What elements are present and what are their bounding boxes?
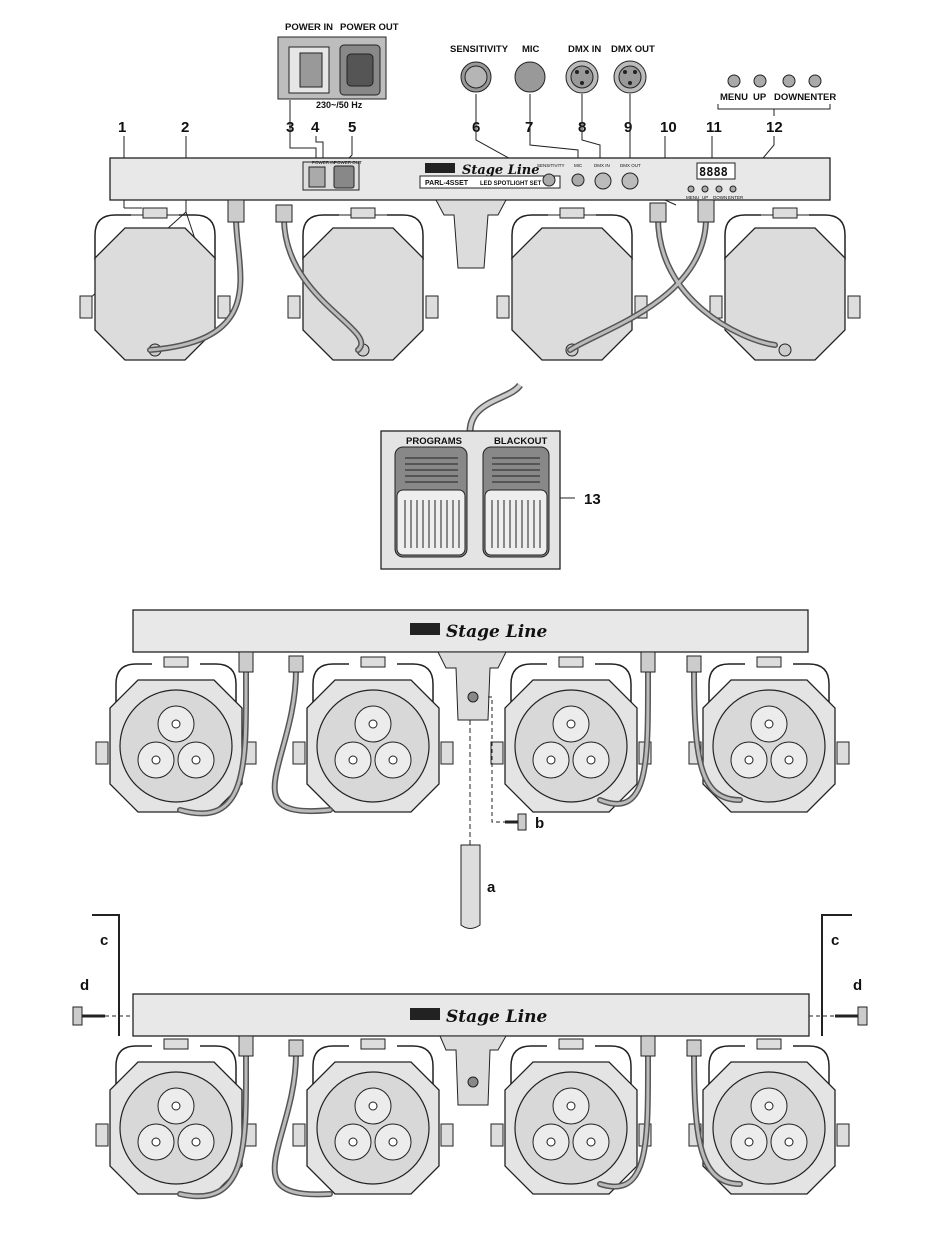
screw-d-right: [809, 1007, 867, 1025]
letter-d-left: d: [80, 977, 89, 994]
mic-label: MIC: [522, 44, 540, 55]
mini-sensitivity: SENSITIVITY: [537, 163, 565, 168]
letter-b: b: [535, 815, 544, 832]
display-readout: 8888: [699, 165, 728, 179]
dmx-in-connector: DMX IN: [566, 44, 601, 93]
rear-view-assembly: POWER IN POWER OUT Stage Line PARL-4SSET…: [80, 158, 860, 360]
mini-up: UP: [702, 195, 708, 200]
dmx-in-label: DMX IN: [568, 44, 601, 55]
power-out-label: POWER OUT: [340, 22, 399, 33]
dmx-out-connector: DMX OUT: [611, 44, 655, 93]
screw-b: [505, 814, 526, 830]
letter-c-left: c: [100, 932, 108, 949]
callout-7: 7: [525, 119, 533, 136]
up-label: UP: [753, 92, 767, 103]
blackout-label: BLACKOUT: [494, 436, 547, 447]
stand-tube-a: [461, 845, 480, 929]
callout-4: 4: [311, 119, 320, 136]
callout-1: 1: [118, 119, 126, 136]
mini-power-out: POWER OUT: [334, 160, 362, 165]
menu-label: MENU: [720, 92, 748, 103]
screw-d-left: [73, 1007, 133, 1025]
letter-a: a: [487, 879, 496, 896]
footswitch-unit: PROGRAMS BLACKOUT: [381, 385, 560, 569]
callout-2: 2: [181, 119, 189, 136]
mic-jack: MIC: [515, 44, 545, 92]
front-view-stand: Stage Line b a: [96, 610, 849, 929]
mini-dmx-in: DMX IN: [594, 163, 610, 168]
callout-11: 11: [706, 119, 722, 136]
down-label: DOWN: [774, 92, 804, 103]
dmx-out-label: DMX OUT: [611, 44, 655, 55]
control-buttons: MENU UP DOWN ENTER: [718, 75, 836, 116]
power-in-label: POWER IN: [285, 22, 333, 33]
sensitivity-label: SENSITIVITY: [450, 44, 509, 55]
sensitivity-knob: SENSITIVITY: [450, 44, 509, 92]
callout-10: 10: [660, 119, 677, 136]
mini-mic: MIC: [574, 163, 583, 168]
voltage-label: 230~/50 Hz: [316, 100, 363, 110]
enter-label: ENTER: [804, 92, 836, 103]
model-sub-text: LED SPOTLIGHT SET: [480, 181, 542, 187]
wall-brand-text: Stage Line: [446, 1007, 548, 1027]
programs-label: PROGRAMS: [406, 436, 462, 447]
wall-mount-view: Stage Line c c: [73, 915, 867, 1196]
callout-9: 9: [624, 119, 632, 136]
mini-power-in: POWER IN: [312, 160, 335, 165]
callout-5: 5: [348, 119, 356, 136]
mini-down: DOWN: [713, 195, 727, 200]
front-brand-text: Stage Line: [446, 622, 548, 642]
letter-d-right: d: [853, 977, 862, 994]
mini-dmx-out: DMX OUT: [620, 163, 641, 168]
power-socket-panel: POWER IN POWER OUT 230~/50 Hz: [278, 22, 399, 110]
callout-12: 12: [766, 119, 783, 136]
mini-enter: ENTER: [728, 195, 744, 200]
model-text: PARL-4SSET: [425, 180, 469, 187]
callout-13: 13: [584, 491, 601, 508]
mini-menu: MENU: [686, 195, 699, 200]
letter-c-right: c: [831, 932, 839, 949]
